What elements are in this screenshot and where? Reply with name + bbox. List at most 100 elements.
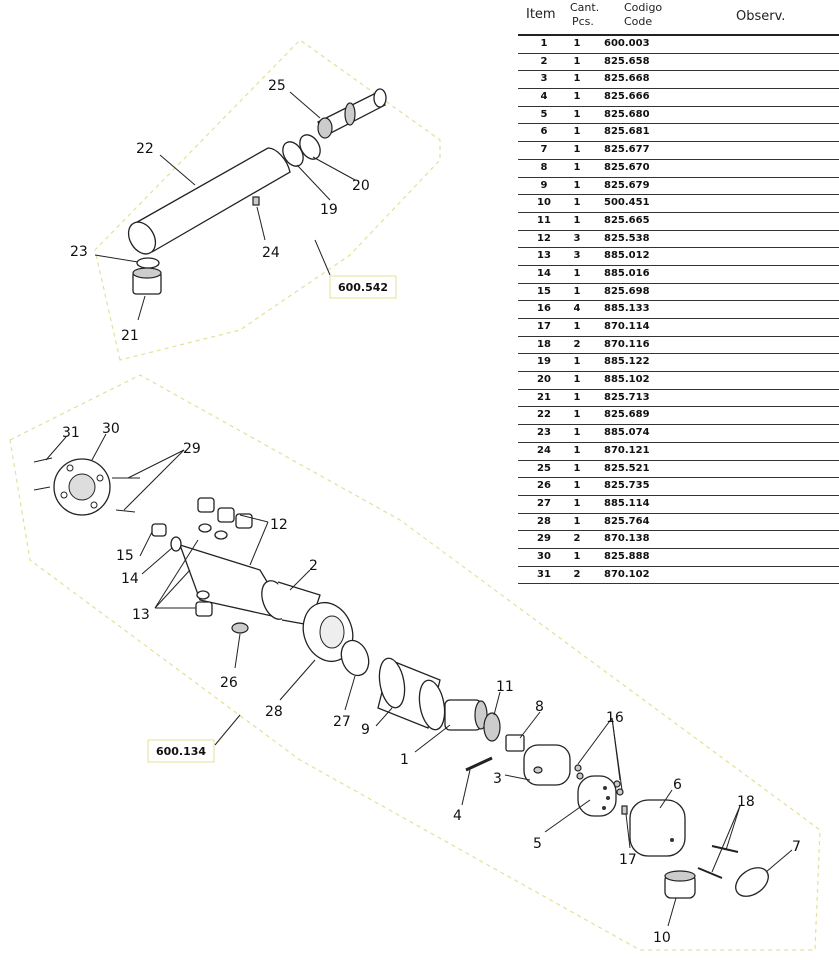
row-qty: 1 [573,161,581,173]
row-item: 29 [537,533,551,545]
part-30-flange [53,458,111,516]
row-qty: 1 [573,356,581,368]
row-qty: 1 [573,409,581,421]
callout-1: 1 [400,752,409,768]
callout-19: 19 [320,202,338,218]
header-qty-line2: Pcs. [572,15,594,28]
callout-18: 18 [737,794,755,810]
callout-24: 24 [262,245,280,261]
part-25-shaft [317,88,387,139]
callout-11: 11 [496,679,514,695]
callout-28: 28 [265,704,283,720]
row-item: 25 [537,462,551,474]
row-item: 5 [540,108,548,120]
svg-text:600.542: 600.542 [338,281,388,294]
row-qty: 1 [573,391,581,403]
part-16-balls [574,764,624,796]
row-item: 10 [537,197,551,209]
callout-25: 25 [268,78,286,94]
row-qty: 1 [573,550,581,562]
callout-16: 16 [606,710,624,726]
row-code: 885.074 [604,427,650,439]
callout-29: 29 [183,441,201,457]
row-qty: 1 [573,108,581,120]
part-15-plug [151,523,167,537]
part-9-sleeve [377,657,446,731]
lower-assembly-boundary [9,374,821,951]
callout-4: 4 [453,808,462,824]
row-qty: 1 [573,126,581,138]
row-qty: 2 [573,568,581,580]
table-row: 10 1 500.451 [518,195,839,213]
row-qty: 1 [573,427,581,439]
part-7-disc [735,867,769,897]
row-qty: 1 [573,73,581,85]
lower-leader-lines [45,433,793,927]
row-code: 870.138 [604,533,650,545]
header-observ: Observ. [736,9,786,24]
row-item: 17 [537,321,551,332]
callout-17: 17 [619,852,637,868]
row-qty: 2 [573,533,581,545]
callout-21: 21 [121,328,139,344]
part-2-body [178,543,321,626]
row-qty: 1 [573,38,581,49]
parts-table-header: Item Cant. Pcs. Codigo Code Observ. [518,0,839,36]
row-item: 1 [540,38,548,49]
row-item: 15 [537,285,551,297]
callout-2: 2 [309,558,318,574]
row-qty: 1 [573,179,581,191]
row-item: 31 [537,568,551,580]
row-qty: 3 [573,232,581,244]
row-code: 885.122 [604,356,650,368]
row-code: 885.102 [604,374,650,386]
header-qty-line1: Cant. [570,1,600,14]
row-qty: 1 [573,321,581,332]
row-code: 825.679 [604,179,650,191]
row-qty: 1 [573,197,581,209]
callout-30: 30 [102,421,120,437]
row-item: 4 [540,91,548,103]
row-code: 825.668 [604,73,650,85]
row-item: 24 [537,444,551,456]
callout-3: 3 [493,771,502,787]
table-row: 29 2 870.138 [518,531,839,549]
part-11-bearing [483,712,501,742]
part-23-ring [136,257,160,269]
part-3-cylinder [523,744,571,786]
row-qty: 1 [573,55,581,67]
row-item: 16 [537,303,551,315]
row-qty: 1 [573,497,581,509]
row-code: 825.677 [604,144,650,156]
row-code: 825.689 [604,409,650,421]
callout-20: 20 [352,178,370,194]
row-code: 500.451 [604,197,650,209]
row-qty: 1 [573,515,581,527]
assembly-label-lower: 600.134 [147,739,215,763]
row-qty: 1 [573,462,581,474]
row-item: 7 [540,144,548,156]
callout-9: 9 [361,722,370,738]
row-item: 8 [540,161,548,173]
callout-12: 12 [270,517,288,533]
row-qty: 1 [573,214,581,226]
callout-22: 22 [136,141,154,157]
part-12-plugs [195,497,253,617]
row-item: 12 [537,232,551,244]
